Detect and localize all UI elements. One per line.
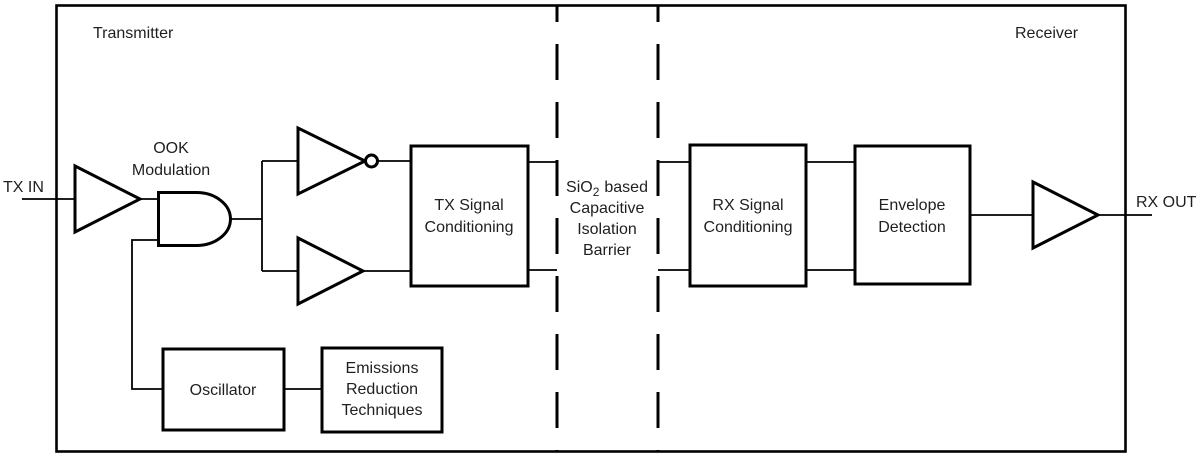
emissions-reduction-block [320,346,444,434]
transmitter-region-label: Transmitter [93,25,174,42]
ook-modulation-label-line2: Modulation [132,162,210,179]
barrier-label-line3: Isolation [577,221,637,238]
envelope-detection-label-line1: Envelope [879,197,946,214]
barrier-label-based: based [604,179,648,196]
barrier-label-line1: SiO2 based [566,179,648,199]
oscillator-to-and-wire [131,239,163,390]
tx-signal-conditioning-label-line1: TX Signal [434,197,503,214]
barrier-label-sio: SiO [566,179,593,196]
envelope-detection-block [853,144,972,286]
barrier-label-line4: Barrier [583,242,632,259]
emissions-reduction-label-line2: Reduction [346,381,418,398]
output-buffer-icon [1031,179,1102,251]
rx-signal-conditioning-label-line2: Conditioning [704,219,793,236]
rx-signal-conditioning-block [688,143,808,288]
and-gate-icon [157,191,232,247]
inverter-icon [296,125,369,197]
receiver-region-label: Receiver [1015,25,1079,42]
inverter-bubble-icon [364,153,379,169]
tx-signal-conditioning-label-line2: Conditioning [425,219,514,236]
barrier-label-line2: Capacitive [570,200,645,217]
oscillator-block [161,347,286,432]
chip-boundary-box [55,4,1127,453]
ook-modulation-label-line1: OOK [153,140,189,157]
rx-signal-conditioning-label-line1: RX Signal [712,197,783,214]
emissions-reduction-label-line3: Techniques [342,402,423,419]
input-buffer-icon [73,163,144,235]
tx-in-port-label: TX IN [3,179,44,196]
tx-signal-conditioning-block [409,144,530,288]
rx-out-port-label: RX OUT [1136,194,1197,211]
emissions-reduction-label-line1: Emissions [346,360,419,377]
oscillator-label: Oscillator [190,382,257,399]
non-inverting-buffer-icon [296,235,367,307]
envelope-detection-label-line2: Detection [878,219,946,236]
barrier-label-subscript: 2 [593,185,600,199]
